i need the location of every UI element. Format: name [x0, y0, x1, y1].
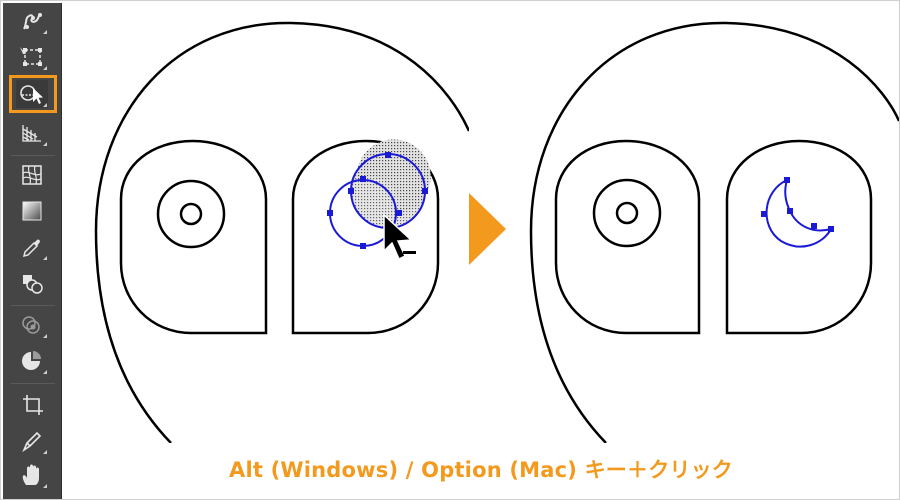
- left-eye-ring-after: [592, 178, 662, 248]
- owl-after: [529, 21, 899, 443]
- free-transform-icon: [20, 47, 42, 66]
- pie-graph-tool[interactable]: [16, 347, 48, 375]
- minus-cursor-icon: [383, 213, 416, 261]
- gradient-tool[interactable]: [16, 197, 48, 225]
- blend-icon: [23, 275, 43, 294]
- eyedropper-icon: [22, 239, 40, 258]
- right-eye-shape-after: [725, 139, 873, 335]
- mesh-icon: [22, 165, 42, 185]
- left-eye-ring: [156, 179, 226, 249]
- blend-tool[interactable]: [16, 269, 48, 297]
- left-eye-shape-after: [554, 139, 701, 335]
- crescent-moon-shape: [765, 178, 833, 248]
- gradient-icon: [22, 201, 42, 221]
- perspective-grid-tool[interactable]: [16, 119, 48, 147]
- left-eye-shape: [119, 139, 268, 335]
- slice-icon: [22, 431, 42, 453]
- puppet-warp-tool[interactable]: [16, 7, 48, 35]
- eyedropper-tool[interactable]: [16, 233, 48, 261]
- tools-panel: [3, 3, 62, 499]
- right-arrow-icon: [469, 193, 506, 265]
- crescent-anchor-points: [761, 177, 834, 232]
- left-eye-pupil: [179, 202, 203, 226]
- anchor-points: [327, 152, 428, 249]
- shape-builder-icon: [20, 85, 43, 104]
- owl-before: [94, 21, 469, 443]
- artboard-icon: [23, 395, 43, 415]
- instruction-caption: Alt (Windows) / Option (Mac) キー＋クリック: [229, 458, 733, 482]
- puppet-warp-icon: [23, 13, 42, 30]
- artboard-tool[interactable]: [16, 391, 48, 419]
- symbol-sprayer-icon: [22, 316, 40, 334]
- free-transform-tool[interactable]: [16, 43, 48, 71]
- left-eye-pupil-after: [615, 201, 639, 225]
- owl-body-outline-after: [529, 21, 899, 443]
- hand-tool[interactable]: [16, 461, 48, 489]
- symbol-sprayer-tool[interactable]: [16, 311, 48, 339]
- owl-body-outline: [94, 21, 469, 443]
- hand-icon: [22, 464, 39, 485]
- shape-builder-tool[interactable]: [16, 80, 48, 108]
- artboard-canvas: [94, 21, 899, 443]
- mesh-tool[interactable]: [16, 161, 48, 189]
- pie-graph-icon: [22, 351, 41, 370]
- perspective-grid-icon: [22, 125, 41, 142]
- slice-tool[interactable]: [16, 427, 48, 455]
